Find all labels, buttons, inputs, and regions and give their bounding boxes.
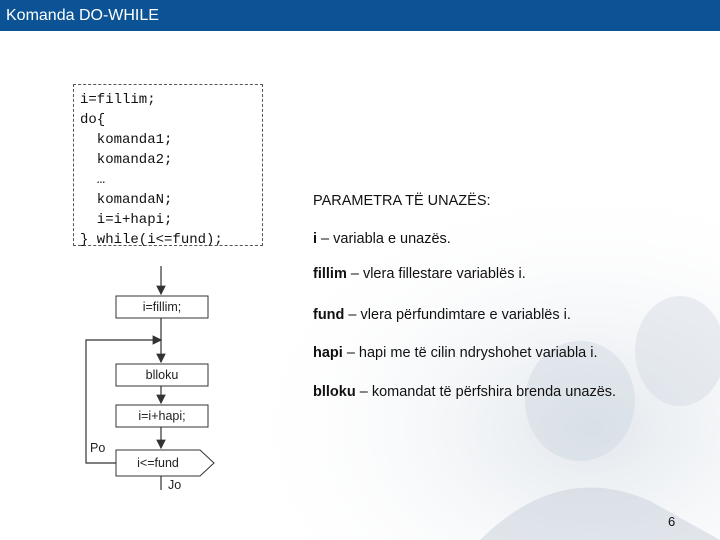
param-term: fillim	[313, 266, 347, 282]
param-desc: – variabla e unazës.	[317, 231, 451, 247]
param-item: fund – vlera përfundimtare e variablës i…	[313, 307, 571, 323]
params-heading: PARAMETRA TË UNAZËS:	[313, 193, 491, 209]
step-label: i=i+hapi;	[138, 409, 185, 423]
param-desc: – komandat të përfshira brenda unazës.	[356, 384, 616, 400]
param-desc: – vlera përfundimtare e variablës i.	[344, 307, 570, 323]
param-item: hapi – hapi me të cilin ndryshohet varia…	[313, 345, 598, 361]
param-item: i – variabla e unazës.	[313, 231, 451, 247]
param-desc: – vlera fillestare variablës i.	[347, 266, 526, 282]
param-desc: – hapi me të cilin ndryshohet variabla i…	[343, 345, 598, 361]
param-item: blloku – komandat të përfshira brenda un…	[313, 384, 616, 400]
yes-label: Po	[90, 441, 105, 455]
param-term: hapi	[313, 345, 343, 361]
param-term: fund	[313, 307, 344, 323]
init-label: i=fillim;	[143, 300, 182, 314]
param-item: fillim – vlera fillestare variablës i.	[313, 266, 526, 282]
page-number: 6	[668, 514, 675, 529]
body-label: blloku	[146, 368, 179, 382]
condition-label: i<=fund	[137, 456, 179, 470]
param-term: blloku	[313, 384, 356, 400]
no-label: Jo	[168, 478, 181, 492]
